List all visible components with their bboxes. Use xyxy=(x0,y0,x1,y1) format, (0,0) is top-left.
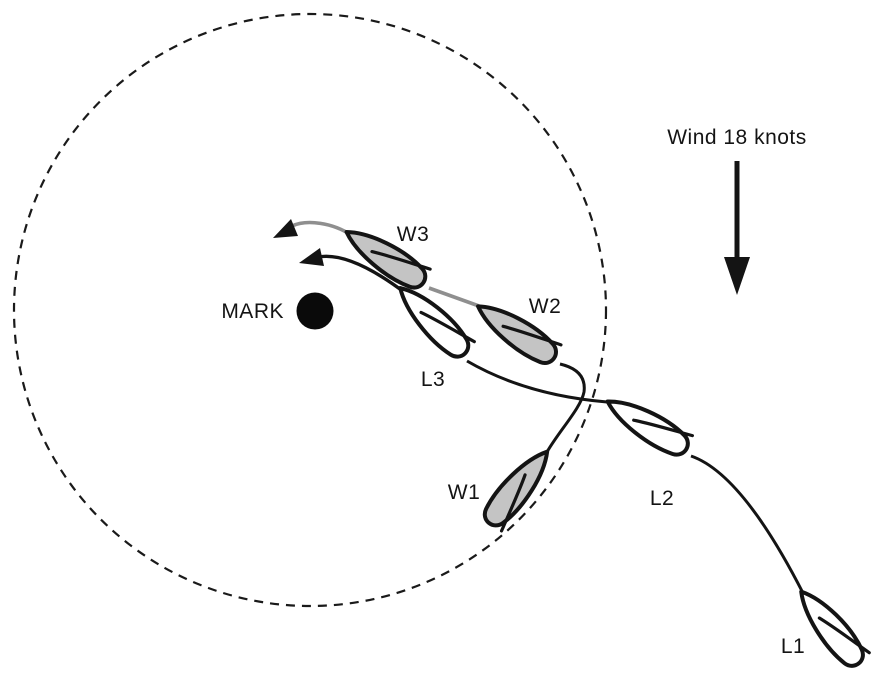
boat-l2-label: L2 xyxy=(650,487,674,510)
boat-hull xyxy=(598,387,696,464)
l3-projected-arrow-icon xyxy=(299,248,324,266)
track-w1-w2 xyxy=(545,362,586,453)
boat-w2-label: W2 xyxy=(529,295,562,318)
boat-l1-label: L1 xyxy=(781,635,805,658)
mark-dot xyxy=(296,292,334,330)
boat-hull xyxy=(476,441,561,534)
boat-w3-label: W3 xyxy=(397,223,430,246)
track-l3-projected xyxy=(317,254,406,294)
boat-w1-label: W1 xyxy=(448,481,481,504)
boat-hull xyxy=(789,580,872,674)
mark-label: MARK xyxy=(221,300,284,323)
track-w2-w3 xyxy=(428,286,480,308)
boat-l2 xyxy=(598,387,696,464)
wind-arrow-icon xyxy=(724,161,750,295)
track-w3-projected xyxy=(291,220,352,237)
w3-projected-arrow-icon xyxy=(273,219,298,238)
track-l1-l2 xyxy=(690,454,805,594)
boat-l3-label: L3 xyxy=(421,368,445,391)
wind-label: Wind 18 knots xyxy=(667,126,807,149)
zone-circle xyxy=(12,12,608,608)
track-l2-l3 xyxy=(466,359,608,404)
boat-l1 xyxy=(789,580,872,674)
